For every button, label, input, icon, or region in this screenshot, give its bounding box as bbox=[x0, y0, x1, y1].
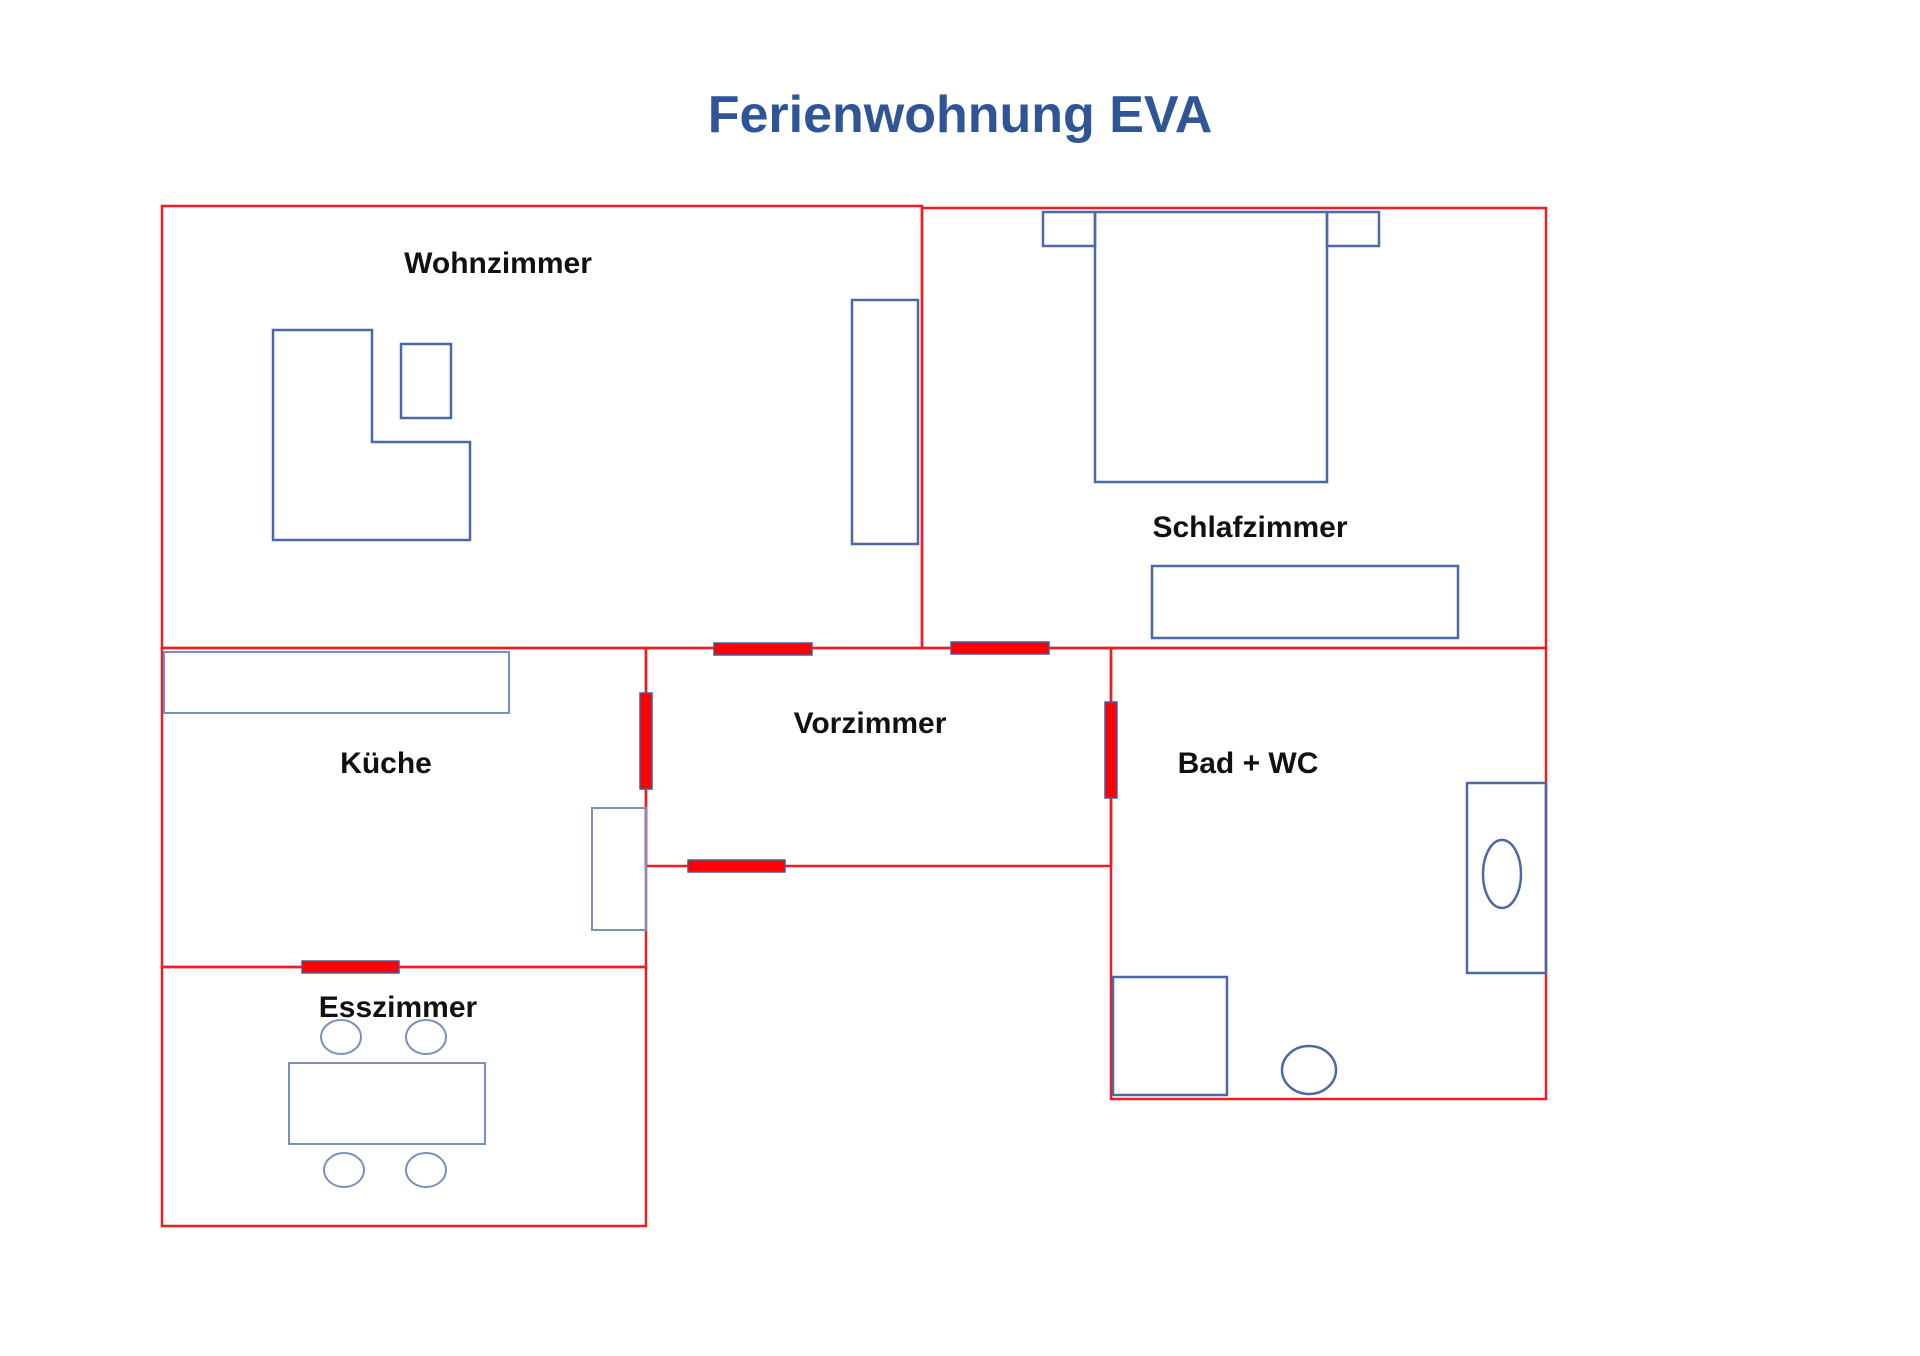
toilet bbox=[1280, 1044, 1338, 1096]
chair bbox=[405, 1019, 447, 1055]
chair bbox=[320, 1019, 362, 1055]
wardrobe bbox=[1150, 564, 1460, 640]
room-esszimmer: Esszimmer bbox=[288, 991, 486, 1188]
nightstand-left bbox=[1041, 210, 1097, 248]
wall-esszimmer bbox=[160, 965, 648, 1228]
dining-table bbox=[288, 1062, 486, 1145]
wall-schlafzimmer bbox=[920, 206, 1548, 650]
room-bad: Bad + WC bbox=[1111, 747, 1548, 1097]
double-bed bbox=[1093, 210, 1329, 484]
room-vorzimmer: Vorzimmer bbox=[794, 707, 947, 740]
room-label-bad: Bad + WC bbox=[1178, 747, 1319, 780]
kitchen-counter bbox=[163, 651, 510, 714]
door-kueche-esszimmer bbox=[301, 960, 400, 974]
cabinet bbox=[850, 298, 920, 546]
doors bbox=[301, 641, 1118, 974]
plan-title: Ferienwohnung EVA bbox=[708, 86, 1213, 144]
room-label-schlafzimmer: Schlafzimmer bbox=[1152, 511, 1347, 544]
room-label-kueche: Küche bbox=[340, 747, 432, 780]
shower bbox=[1111, 975, 1229, 1097]
door-vorzimmer-kueche bbox=[639, 692, 653, 790]
room-label-wohnzimmer: Wohnzimmer bbox=[404, 247, 592, 280]
side-table bbox=[399, 342, 453, 420]
kitchen-cabinet bbox=[591, 807, 647, 931]
bathtub-with-sink bbox=[1465, 781, 1548, 975]
wall-bad bbox=[1109, 646, 1548, 1101]
nightstand-right bbox=[1325, 210, 1381, 248]
room-label-esszimmer: Esszimmer bbox=[319, 991, 478, 1024]
door-vorzimmer-schlafzimmer bbox=[950, 641, 1050, 655]
room-wohnzimmer: Wohnzimmer bbox=[271, 247, 920, 546]
chair bbox=[405, 1152, 447, 1188]
door-vorzimmer-wohnzimmer bbox=[713, 642, 813, 656]
door-vorzimmer-bad bbox=[1104, 701, 1118, 799]
room-kueche: Küche bbox=[163, 651, 647, 931]
wall-kueche bbox=[160, 646, 648, 969]
chair bbox=[323, 1152, 365, 1188]
room-schlafzimmer: Schlafzimmer bbox=[1041, 210, 1460, 640]
room-label-vorzimmer: Vorzimmer bbox=[794, 707, 947, 740]
door-entrance bbox=[687, 859, 786, 873]
wall-vorzimmer bbox=[644, 646, 1113, 868]
sink-basin bbox=[1481, 838, 1523, 910]
l-shaped-sofa bbox=[271, 328, 472, 542]
